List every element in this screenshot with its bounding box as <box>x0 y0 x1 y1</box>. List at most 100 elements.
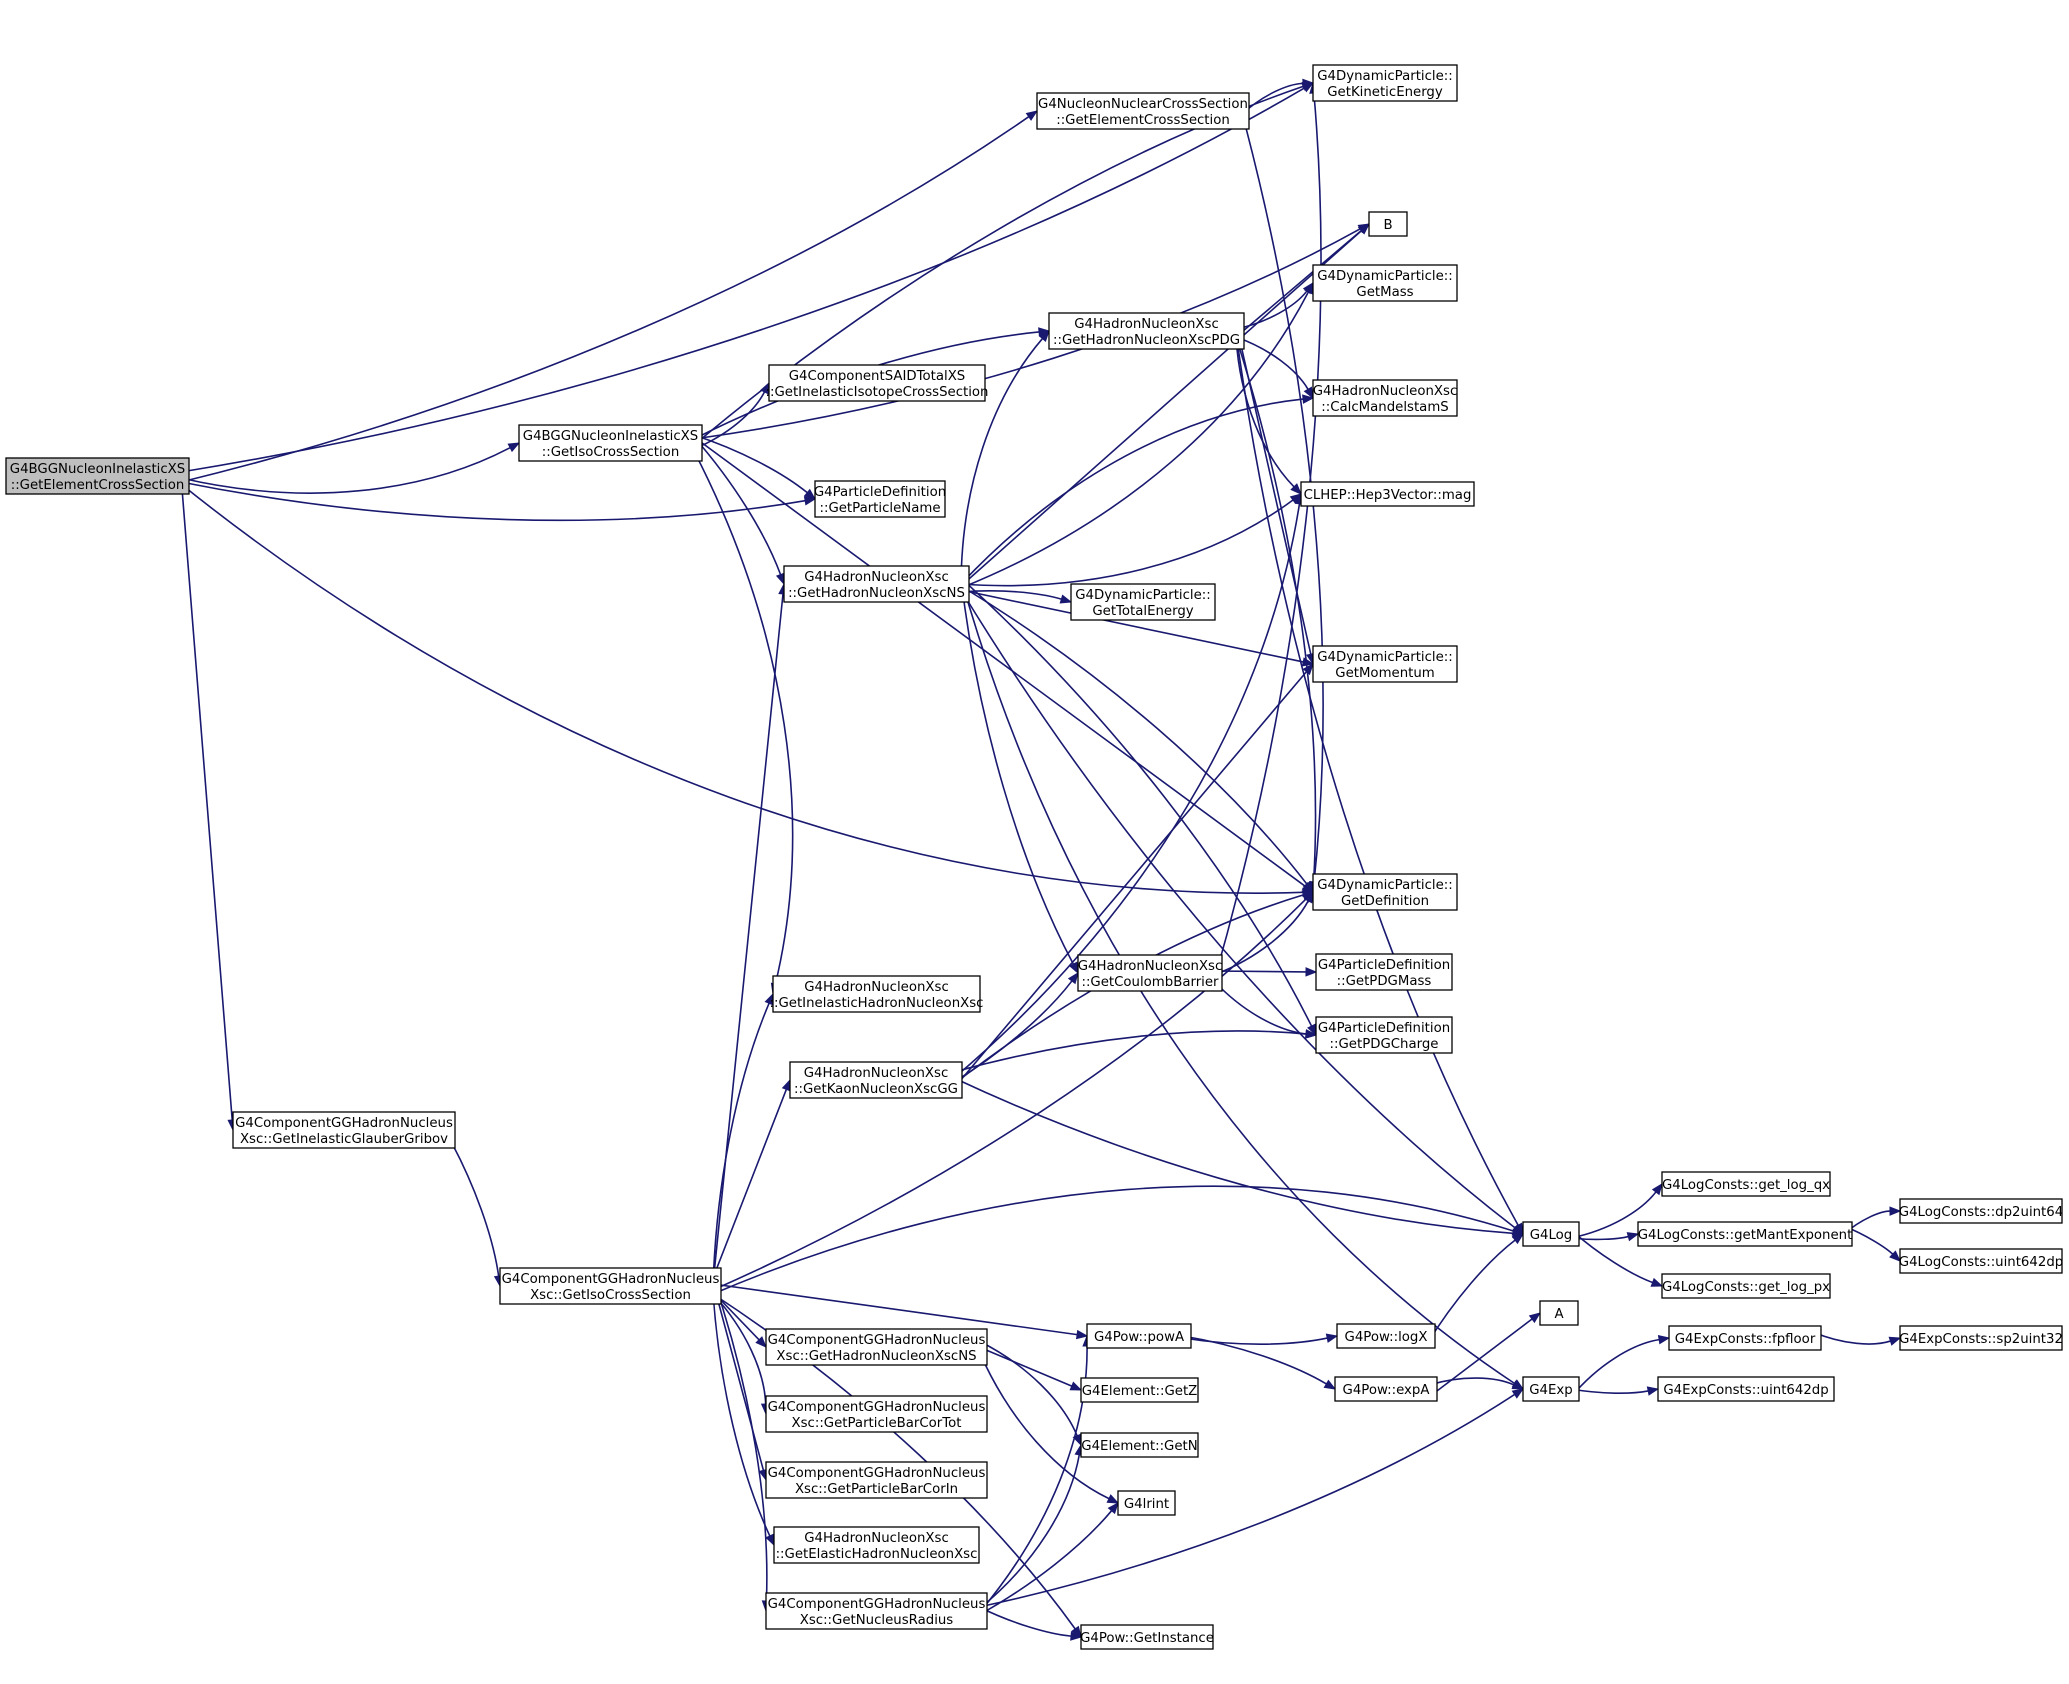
node-box <box>1661 1171 1831 1197</box>
node-dp_total[interactable]: G4DynamicParticle::GetTotalEnergy <box>1070 583 1216 621</box>
node-box <box>5 457 190 495</box>
node-cgg_iso[interactable]: G4ComponentGGHadronNucleusXsc::GetIsoCro… <box>499 1267 722 1305</box>
node-ec_sp2[interactable]: G4ExpConsts::sp2uint32 <box>1899 1325 2063 1351</box>
edge-line <box>693 391 766 450</box>
node-hn_coulomb[interactable]: G4HadronNucleonXsc::GetCoulombBarrier <box>1077 954 1223 992</box>
node-label: ::GetPDGCharge <box>1330 1037 1439 1052</box>
node-label: G4BGGNucleonInelasticXS <box>523 429 698 444</box>
edge-bgg_iso-to-hn_inel <box>693 450 794 996</box>
edge-line <box>1428 1377 1515 1386</box>
node-lrint[interactable]: G4lrint <box>1117 1490 1176 1516</box>
edge-line <box>1213 980 1307 1035</box>
arrowhead-icon <box>1025 110 1039 121</box>
node-box <box>1070 583 1216 621</box>
edges-layer <box>180 78 1902 1641</box>
node-elem_z[interactable]: G4Element::GetZ <box>1080 1377 1199 1403</box>
edge-root-to-dp_def <box>180 483 1315 898</box>
node-B[interactable]: B <box>1368 211 1408 237</box>
edge-line <box>180 446 511 494</box>
edge-hn_kaon-to-pd_charge <box>953 1029 1318 1073</box>
node-lc_px[interactable]: G4LogConsts::get_log_px <box>1661 1273 1831 1299</box>
node-pow_powA[interactable]: G4Pow::powA <box>1086 1323 1192 1349</box>
arrowhead-icon <box>781 1078 791 1092</box>
edge-line <box>1235 290 1308 330</box>
node-said[interactable]: G4ComponentSAIDTotalXS::GetInelasticIsot… <box>766 364 989 402</box>
edge-line <box>960 230 1363 587</box>
arrowhead-icon <box>755 1336 767 1348</box>
node-box <box>773 1526 980 1564</box>
node-box <box>1522 1221 1580 1247</box>
edge-hn_pdg-to-clhep_mag <box>1235 336 1302 495</box>
node-hn_kaon[interactable]: G4HadronNucleonXsc::GetKaonNucleonXscGG <box>789 1061 963 1099</box>
node-pow_logX[interactable]: G4Pow::logX <box>1336 1323 1436 1349</box>
node-pd_mass[interactable]: G4ParticleDefinition::GetPDGMass <box>1315 953 1453 991</box>
node-hn_pdg[interactable]: G4HadronNucleonXsc::GetHadronNucleonXscP… <box>1048 312 1245 350</box>
node-bgg_iso[interactable]: G4BGGNucleonInelasticXS::GetIsoCrossSect… <box>518 424 703 462</box>
node-box <box>1522 1376 1580 1402</box>
node-pow_inst[interactable]: G4Pow::GetInstance <box>1080 1624 1214 1650</box>
node-hn_mandel[interactable]: G4HadronNucleonXsc::CalcMandelstamS <box>1312 379 1458 417</box>
node-elem_n[interactable]: G4Element::GetN <box>1080 1432 1199 1458</box>
node-g4exp[interactable]: G4Exp <box>1522 1376 1580 1402</box>
node-ec_fpfloor[interactable]: G4ExpConsts::fpfloor <box>1668 1325 1822 1351</box>
node-pow_expA[interactable]: G4Pow::expA <box>1334 1376 1438 1402</box>
edge-hn_kaon-to-g4log <box>953 1077 1525 1238</box>
edge-bgg_iso-to-dp_def <box>693 436 1315 893</box>
node-label: A <box>1554 1307 1563 1322</box>
node-label: Xsc::GetIsoCrossSection <box>530 1288 691 1303</box>
node-lc_qx[interactable]: G4LogConsts::get_log_qx <box>1661 1171 1831 1197</box>
node-hn_inel[interactable]: G4HadronNucleonXsc::GetInelasticHadronNu… <box>770 975 984 1013</box>
node-cgg_barin[interactable]: G4ComponentGGHadronNucleusXsc::GetPartic… <box>765 1461 988 1499</box>
node-box <box>765 1461 988 1499</box>
node-hn_ns[interactable]: G4HadronNucleonXsc::GetHadronNucleonXscN… <box>783 565 970 603</box>
arrowhead-icon <box>1302 281 1314 295</box>
arrowhead-icon <box>1325 1333 1339 1343</box>
edge-line <box>1426 1239 1516 1345</box>
edge-line <box>180 481 806 522</box>
edge-line <box>180 116 1030 483</box>
node-cgg_bartot[interactable]: G4ComponentGGHadronNucleusXsc::GetPartic… <box>765 1395 988 1433</box>
node-A[interactable]: A <box>1539 1300 1579 1326</box>
node-cgg_radius[interactable]: G4ComponentGGHadronNucleusXsc::GetNucleu… <box>765 1592 988 1630</box>
arrowhead-icon <box>765 1533 775 1547</box>
arrowhead-icon <box>1070 1631 1083 1641</box>
arrowhead-icon <box>1888 1336 1902 1346</box>
node-label: G4Element::GetN <box>1081 1439 1197 1454</box>
node-dp_mass[interactable]: G4DynamicParticle::GetMass <box>1312 264 1458 302</box>
node-pd_name[interactable]: G4ParticleDefinition::GetParticleName <box>814 480 946 518</box>
edge-line <box>978 1606 1072 1637</box>
node-lc_uint[interactable]: G4LogConsts::uint642dp <box>1899 1248 2063 1274</box>
edge-line <box>693 436 782 575</box>
node-lc_dp2[interactable]: G4LogConsts::dp2uint64 <box>1899 1198 2063 1224</box>
node-cgg_hnns[interactable]: G4ComponentGGHadronNucleusXsc::GetHadron… <box>765 1328 988 1366</box>
node-pd_charge[interactable]: G4ParticleDefinition::GetPDGCharge <box>1315 1016 1453 1054</box>
arrowhead-icon <box>1305 1029 1318 1039</box>
edge-hn_pdg-to-B <box>1235 223 1371 338</box>
node-label: G4HadronNucleonXsc <box>804 1066 949 1081</box>
node-label: G4Pow::logX <box>1345 1330 1428 1345</box>
node-label: ::GetCoulombBarrier <box>1081 975 1219 990</box>
node-box <box>1334 1376 1438 1402</box>
node-clhep_mag[interactable]: CLHEP::Hep3Vector::mag <box>1300 481 1475 507</box>
node-label: G4DynamicParticle:: <box>1317 878 1453 893</box>
edge-line <box>1235 336 1309 390</box>
edge-line <box>1235 332 1519 1226</box>
node-dp_kin[interactable]: G4DynamicParticle::GetKineticEnergy <box>1312 64 1458 102</box>
node-label: ::GetElementCrossSection <box>1056 113 1230 128</box>
node-g4log[interactable]: G4Log <box>1522 1221 1580 1247</box>
arrowhead-icon <box>803 488 817 500</box>
node-dp_def[interactable]: G4DynamicParticle::GetDefinition <box>1312 873 1458 911</box>
node-dp_mom[interactable]: G4DynamicParticle::GetMomentum <box>1312 645 1458 683</box>
node-ec_uint[interactable]: G4ExpConsts::uint642dp <box>1657 1376 1835 1402</box>
node-hn_elastic[interactable]: G4HadronNucleonXsc::GetElasticHadronNucl… <box>773 1526 980 1564</box>
edge-hn_ns-to-B <box>960 223 1371 587</box>
edge-cgg_iso-to-g4log <box>712 1185 1525 1295</box>
arrowhead-icon <box>1107 1501 1119 1515</box>
node-nn_elem[interactable]: G4NucleonNuclearCrossSection::GetElement… <box>1036 92 1250 130</box>
node-lc_mant[interactable]: G4LogConsts::getMantExponent <box>1637 1221 1853 1247</box>
node-box <box>1368 211 1408 237</box>
node-label: G4DynamicParticle:: <box>1317 650 1453 665</box>
node-label: ::GetInelasticIsotopeCrossSection <box>766 385 989 400</box>
node-cgg_glauber[interactable]: G4ComponentGGHadronNucleusXsc::GetInelas… <box>232 1111 456 1149</box>
arrowhead-icon <box>1646 1386 1660 1396</box>
